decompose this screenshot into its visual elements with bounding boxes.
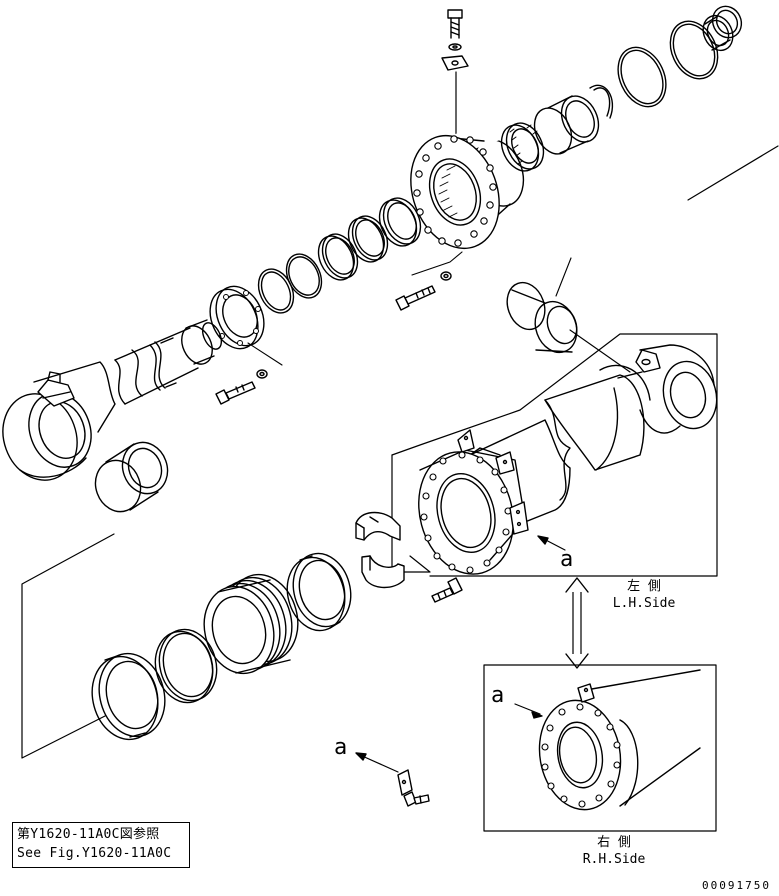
detail-a-label-rh: a	[491, 683, 505, 708]
rod-o-ring	[257, 268, 295, 314]
snap-ring-small	[589, 84, 614, 119]
cylinder-tube-body	[469, 419, 571, 533]
split-ring-lower	[361, 555, 405, 589]
snap-ring-large	[669, 20, 719, 80]
detail-a-label-lh: a	[560, 547, 574, 572]
reference-box: 第Y1620-11A0C図参照 See Fig.Y1620-11A0C	[12, 822, 190, 868]
double-arrow	[565, 577, 589, 669]
rod-eye	[2, 361, 116, 481]
piston-rod	[114, 319, 223, 405]
drawing-number: 00091750	[702, 879, 771, 892]
bottom-bushing	[506, 281, 578, 354]
rh-side-frame	[483, 664, 717, 832]
wear-ring	[154, 628, 218, 704]
piston-seal-ring	[91, 652, 166, 741]
rh-side-label-en: R.H.Side	[582, 852, 646, 867]
rh-side-label-jp: 右 側	[597, 835, 631, 850]
lh-side-label-jp: 左 側	[627, 579, 661, 594]
head-seal	[500, 122, 545, 172]
lh-side-frame	[391, 333, 718, 577]
lock-plate-bottom	[397, 769, 413, 796]
tube-head-flange	[418, 429, 529, 575]
head-bolt	[395, 271, 452, 311]
piston-screw	[431, 577, 463, 603]
top-bolt	[447, 9, 463, 39]
dust-seal-ring	[378, 197, 422, 247]
piston-ring-1	[286, 552, 352, 632]
backup-ring	[285, 253, 323, 299]
plate-screw	[403, 791, 430, 807]
split-ring-upper	[355, 511, 401, 541]
rod-head-flange	[209, 285, 265, 350]
buffer-ring	[317, 233, 359, 281]
reference-line-jp: 第Y1620-11A0C図参照	[17, 827, 160, 842]
rod-eye-bushing	[94, 441, 169, 513]
piston	[203, 573, 299, 675]
rod-head-bolt	[215, 369, 268, 405]
ring-seal-large	[617, 46, 667, 108]
arrow-a-rh	[514, 703, 543, 719]
arrow-a-plate	[355, 752, 399, 773]
cylinder-head	[410, 128, 525, 250]
arrow-a-lh	[537, 535, 566, 551]
head-bushing	[533, 95, 600, 155]
top-washer	[448, 43, 462, 51]
lh-side-label-en: L.H.Side	[612, 596, 676, 611]
cylinder-tube	[544, 344, 718, 501]
detail-a-label-plate: a	[334, 735, 348, 760]
reference-line-en: See Fig.Y1620-11A0C	[17, 846, 172, 861]
rod-seal-ring	[347, 215, 389, 263]
rh-tube-head	[538, 669, 701, 811]
top-lock-plate	[441, 55, 469, 71]
